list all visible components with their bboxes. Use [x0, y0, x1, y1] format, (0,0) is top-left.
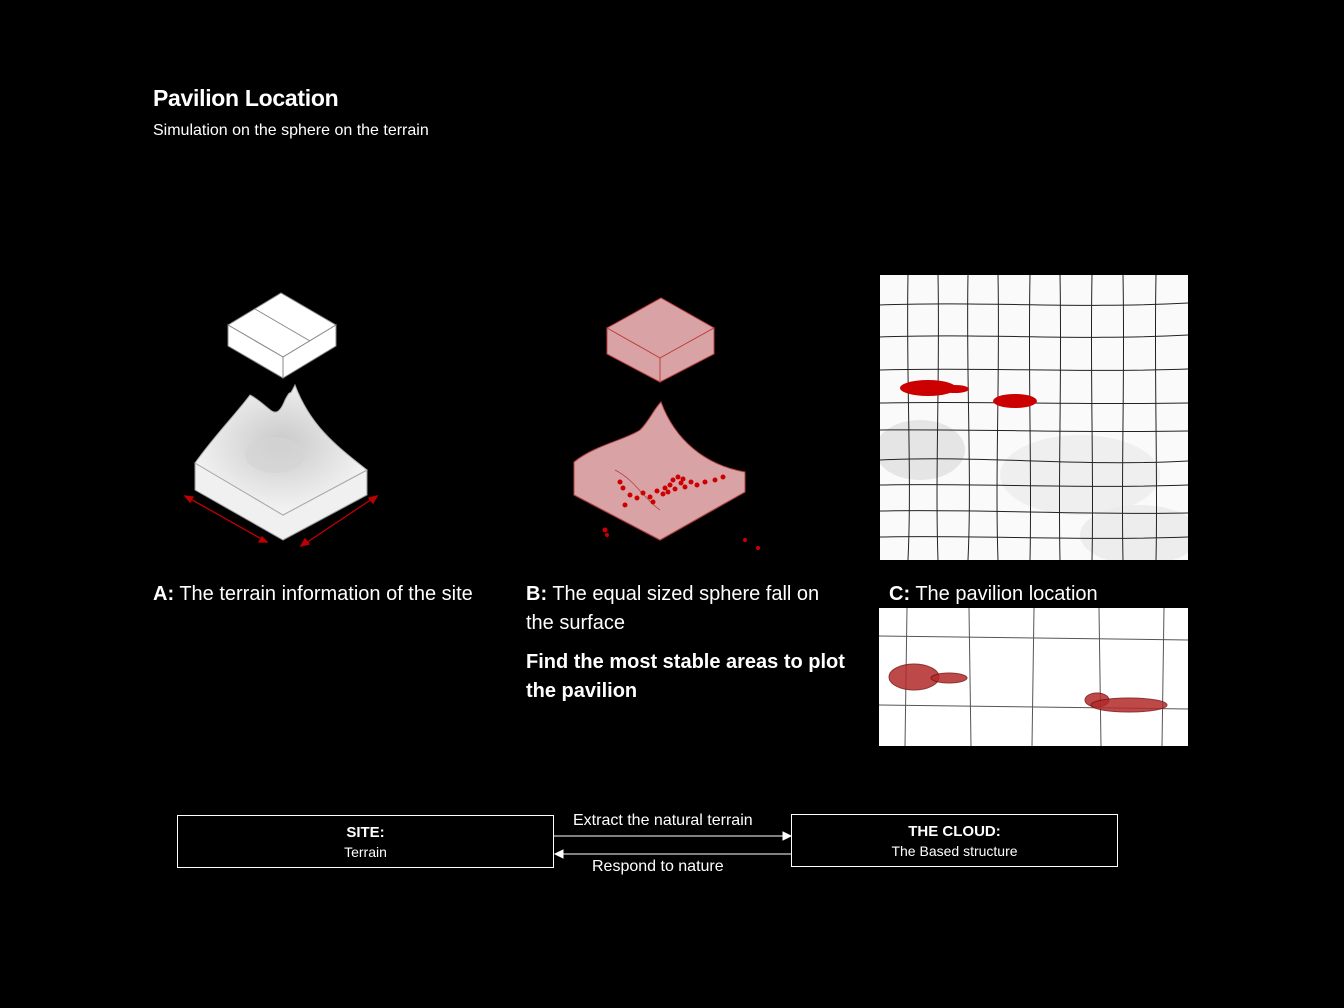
site-box-title: SITE: [346, 824, 385, 841]
caption-c-prefix: C: [889, 583, 911, 605]
backward-arrow-label: Respond to nature [592, 858, 724, 875]
grid-lines [880, 275, 1188, 560]
pavilion-cluster-left [888, 663, 968, 691]
pavilion-plan-view-top [880, 275, 1188, 560]
red-cluster-right [993, 394, 1037, 408]
page-title: Pavilion Location [153, 85, 339, 111]
cloud-box-subtitle: The Based structure [891, 843, 1018, 859]
bounding-box-outline [227, 292, 337, 379]
site-box-subtitle: Terrain [344, 844, 387, 860]
caption-c-text: The pavilion location [915, 583, 1098, 605]
pavilion-plan-view-zoom [879, 608, 1188, 746]
caption-a: A: The terrain information of the site [153, 580, 473, 609]
forward-arrow-label: Extract the natural terrain [573, 812, 753, 829]
cloud-box: THE CLOUD: The Based structure [791, 814, 1118, 867]
site-box: SITE: Terrain [177, 815, 554, 868]
page-subtitle: Simulation on the sphere on the terrain [153, 122, 429, 139]
caption-b: B: The equal sized sphere fall on the su… [526, 580, 846, 638]
caption-a-prefix: A: [153, 583, 175, 605]
caption-c: C: The pavilion location [889, 580, 1209, 609]
caption-b-text: The equal sized sphere fall on the surfa… [526, 583, 820, 634]
caption-a-text: The terrain information of the site [179, 583, 473, 605]
flow-arrows [553, 831, 793, 859]
caption-b-note: Find the most stable areas to plot the p… [526, 651, 845, 702]
caption-b-prefix: B: [526, 583, 548, 605]
sphere-simulation-diagram [573, 297, 760, 550]
pink-bounding-box [605, 297, 716, 383]
cloud-box-title: THE CLOUD: [908, 823, 1001, 840]
sphere-markers [602, 474, 760, 550]
terrain-model-diagram [183, 292, 379, 548]
red-cluster-left [900, 380, 969, 396]
pavilion-cluster-right [1084, 692, 1168, 713]
